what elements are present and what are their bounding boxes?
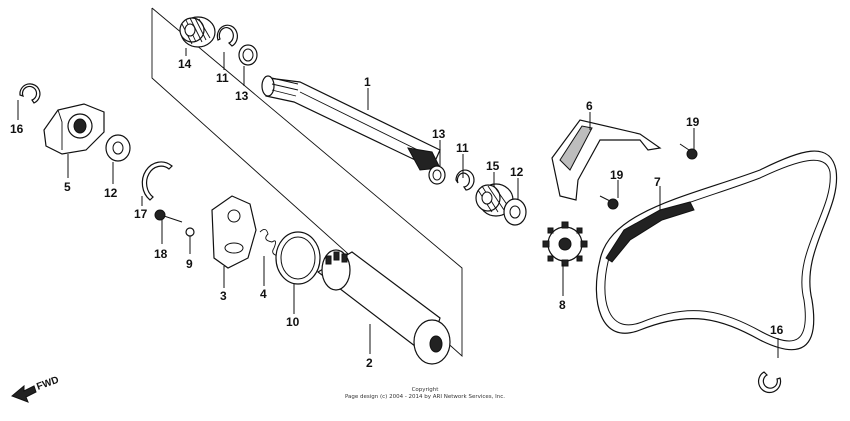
fwd-arrow-icon [11, 384, 37, 403]
part-18-bolt[interactable] [154, 209, 183, 223]
part-13-washer[interactable] [428, 165, 446, 185]
callout-5: 5 [64, 180, 71, 194]
callout-13b: 13 [432, 127, 446, 141]
fwd-indicator: FWD [11, 375, 60, 403]
leader-lines [17, 48, 779, 358]
callout-11a: 11 [216, 71, 229, 85]
part-16-circlip[interactable] [19, 83, 41, 104]
callout-3: 3 [220, 289, 227, 303]
part-6-chain-guide[interactable] [551, 119, 662, 201]
part-12-washer[interactable] [503, 198, 527, 226]
part-11-circlip[interactable] [455, 169, 475, 191]
copyright-line-2: Page design (c) 2004 - 2014 by ARI Netwo… [345, 394, 505, 400]
callout-7: 7 [654, 175, 661, 189]
part-19-bolt[interactable] [679, 143, 698, 160]
part-9-washer[interactable] [185, 227, 195, 237]
part-13-washer[interactable] [238, 44, 258, 66]
part-10-o-ring[interactable] [275, 231, 321, 285]
part-3-plate[interactable] [211, 195, 257, 269]
part-12-washer[interactable] [105, 134, 131, 162]
callout-6: 6 [586, 99, 593, 113]
callouts: 1 2 3 4 5 6 7 8 9 10 11 11 12 12 13 13 1… [10, 57, 784, 370]
part-7-chain[interactable] [595, 150, 838, 351]
part-2-sleeve[interactable] [316, 249, 451, 365]
assembly-frame [151, 7, 463, 358]
callout-17: 17 [134, 207, 148, 221]
part-8-sprocket[interactable] [542, 221, 588, 267]
part-4-spring[interactable] [259, 229, 279, 257]
copyright-line-1: Copyright [412, 387, 440, 393]
callout-15: 15 [486, 159, 500, 173]
callout-16b: 16 [770, 323, 784, 337]
callout-19a: 19 [686, 115, 700, 129]
callout-1: 1 [364, 75, 371, 89]
fwd-label: FWD [35, 375, 60, 393]
part-16-circlip[interactable] [757, 371, 782, 394]
callout-13a: 13 [235, 89, 249, 103]
part-11-circlip[interactable] [216, 24, 238, 47]
callout-18: 18 [154, 247, 168, 261]
copyright: Copyright Page design (c) 2004 - 2014 by… [345, 387, 505, 400]
callout-2: 2 [366, 356, 373, 370]
callout-14: 14 [178, 57, 192, 71]
part-14-needle-bearing[interactable] [179, 16, 216, 48]
callout-11b: 11 [456, 141, 469, 155]
callout-8: 8 [559, 298, 566, 312]
callout-4: 4 [260, 287, 267, 301]
part-5-housing[interactable] [43, 103, 105, 155]
part-17-circlip[interactable] [141, 161, 173, 201]
callout-10: 10 [286, 315, 300, 329]
callout-19b: 19 [610, 168, 624, 182]
callout-12a: 12 [104, 186, 118, 200]
callout-12b: 12 [510, 165, 524, 179]
callout-16a: 16 [10, 122, 24, 136]
callout-9: 9 [186, 257, 193, 271]
part-19-bolt[interactable] [599, 195, 619, 210]
